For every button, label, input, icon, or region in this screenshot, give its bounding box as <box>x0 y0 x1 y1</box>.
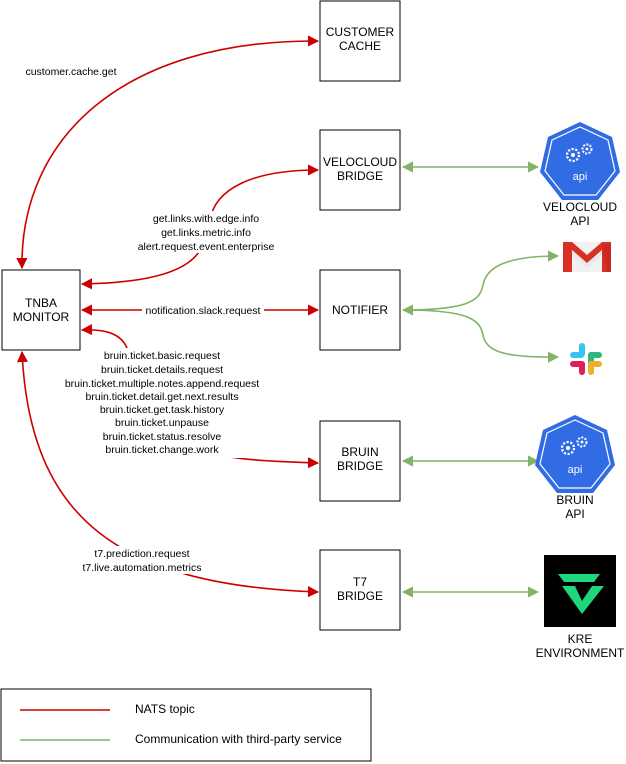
edge-label-line: bruin.ticket.multiple.notes.append.reque… <box>65 378 259 390</box>
edge-label-line: bruin.ticket.change.work <box>105 444 219 456</box>
edge-label-line: bruin.ticket.unpause <box>115 417 209 429</box>
node-label: CACHE <box>339 39 381 53</box>
edge-label-line: get.links.metric.info <box>161 227 251 239</box>
api-icon-text: api <box>568 464 583 476</box>
node-label: VELOCLOUD <box>323 155 397 169</box>
legend: NATS topic Communication with third-part… <box>0 688 372 762</box>
node-label: BRIDGE <box>337 459 383 473</box>
external-label: ENVIRONMENT <box>536 646 625 660</box>
node-label: BRIDGE <box>337 169 383 183</box>
edge-label-line: get.links.with.edge.info <box>153 213 259 225</box>
edge-label-t7: t7.prediction.request t7.live.automation… <box>76 546 208 574</box>
edge-label-cache: customer.cache.get <box>18 64 124 78</box>
external-label: VELOCLOUD <box>543 200 617 214</box>
edge-label-line: customer.cache.get <box>25 66 116 78</box>
edge-monitor-cache <box>16 35 320 270</box>
external-label: BRUIN <box>556 493 593 507</box>
kubernetes-api-icon: api <box>535 415 615 493</box>
edge-monitor-t7-bridge <box>16 350 320 598</box>
kubernetes-api-icon: api <box>540 122 620 200</box>
node-label: NOTIFIER <box>332 303 388 317</box>
edge-label-line: alert.request.event.enterprise <box>138 241 275 253</box>
node-customer-cache: CUSTOMER CACHE <box>319 0 401 82</box>
node-label: BRIDGE <box>337 589 383 603</box>
api-icon-text: api <box>573 171 588 183</box>
external-label: API <box>565 507 584 521</box>
edge-label-line: bruin.ticket.status.resolve <box>103 431 222 443</box>
edge-label-line: t7.prediction.request <box>94 548 189 560</box>
slack-icon <box>570 343 602 375</box>
edge-label-line: t7.live.automation.metrics <box>82 562 201 574</box>
edge-label-velocloud: get.links.with.edge.info get.links.metri… <box>130 211 280 253</box>
edge-label-line: bruin.ticket.get.task.history <box>100 404 225 416</box>
node-label: T7 <box>353 575 367 589</box>
external-label: KRE <box>568 632 593 646</box>
edge-label-line: bruin.ticket.basic.request <box>104 350 220 362</box>
edge-label-notifier: notification.slack.request <box>142 303 264 317</box>
edge-label-bruin: bruin.ticket.basic.request bruin.ticket.… <box>58 348 266 458</box>
node-label: MONITOR <box>13 310 70 324</box>
node-notifier: NOTIFIER <box>319 269 401 351</box>
legend-label-third-party: Communication with third-party service <box>135 732 342 746</box>
node-tnba-monitor: TNBA MONITOR <box>1 269 81 351</box>
legend-label-nats: NATS topic <box>135 702 195 716</box>
edge-label-line: bruin.ticket.details.request <box>101 364 223 376</box>
edge-notifier-slack <box>402 309 560 363</box>
gmail-icon <box>563 242 611 272</box>
edge-label-line: notification.slack.request <box>146 305 261 317</box>
node-t7-bridge: T7 BRIDGE <box>319 549 401 631</box>
node-bruin-bridge: BRUIN BRIDGE <box>319 420 401 502</box>
edge-label-line: bruin.ticket.detail.get.next.results <box>86 391 239 403</box>
edge-notifier-gmail <box>401 250 560 316</box>
node-label: CUSTOMER <box>326 25 395 39</box>
node-label: TNBA <box>25 296 57 310</box>
node-velocloud-bridge: VELOCLOUD BRIDGE <box>319 129 401 211</box>
node-label: BRUIN <box>341 445 378 459</box>
kre-logo-icon <box>544 555 616 627</box>
external-label: API <box>570 214 589 228</box>
